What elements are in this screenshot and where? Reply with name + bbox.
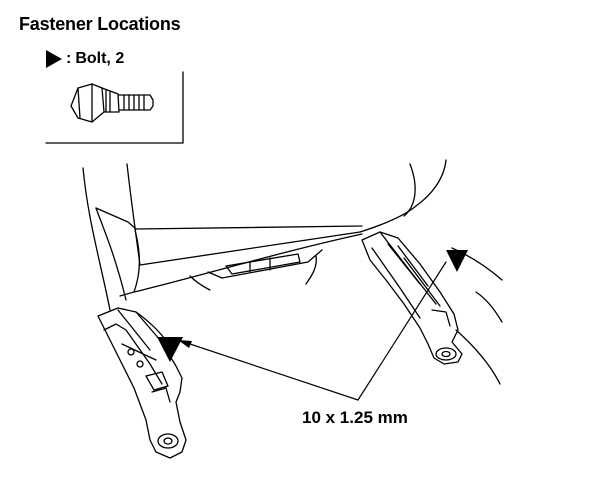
cushion-underside — [189, 249, 323, 291]
bolt-marker-right — [446, 250, 468, 272]
right-seat-rail — [361, 231, 463, 365]
triangle-pointer-icon — [46, 50, 62, 68]
bolt-marker-left — [157, 337, 183, 362]
legend-bolt: : Bolt, 2 — [46, 50, 124, 68]
diagram-title: Fastener Locations — [19, 14, 181, 34]
leader-lines — [177, 261, 447, 401]
legend-box-frame — [45, 71, 184, 144]
floor-edges — [451, 247, 503, 385]
leader-arrowhead-left — [178, 340, 192, 348]
legend-label: Bolt, 2 — [75, 50, 125, 67]
bolt-icon — [70, 83, 154, 123]
left-seat-rail — [97, 307, 187, 459]
legend-separator: : — [66, 50, 72, 67]
seat-body — [82, 159, 447, 311]
bolt-size-callout: 10 x 1.25 mm — [302, 408, 408, 427]
